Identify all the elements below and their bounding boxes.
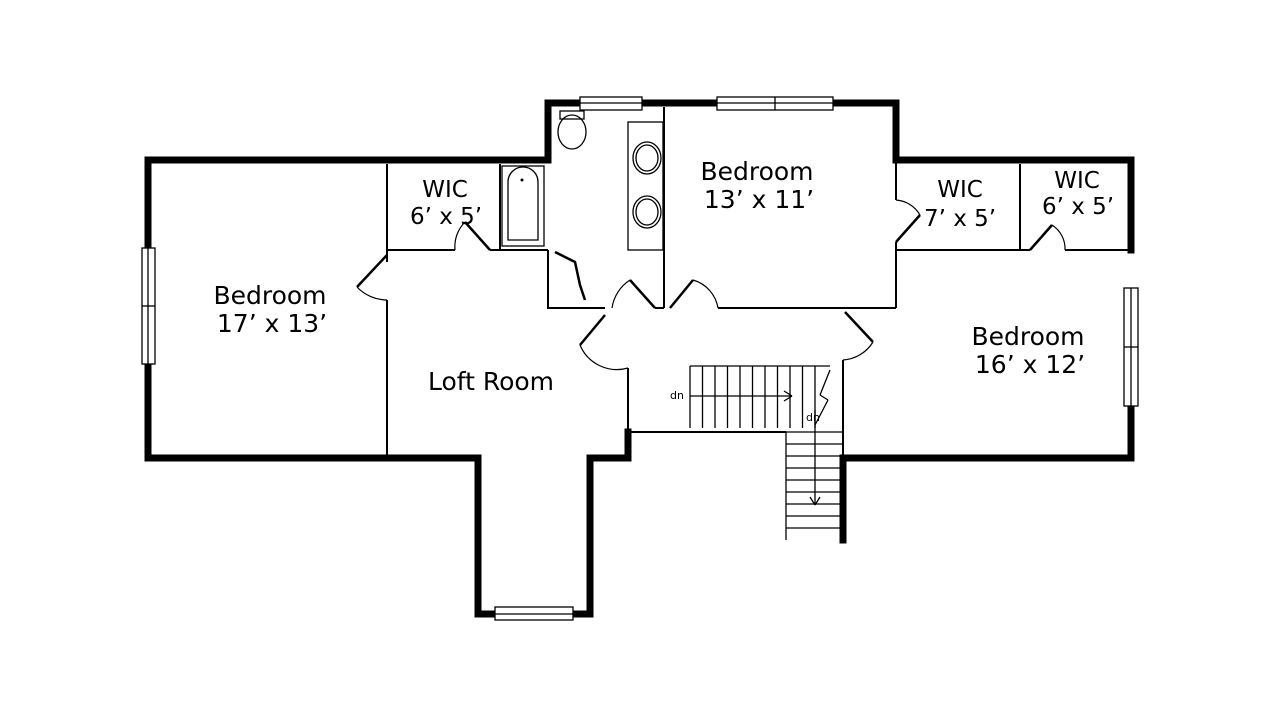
room-name-wic-right: WIC (1054, 168, 1100, 194)
vanity-icon (627, 121, 664, 251)
room-name-bedroom-center: Bedroom (700, 157, 813, 186)
stair-arrow-head (783, 395, 793, 402)
sink-icon (632, 141, 662, 175)
doors (356, 199, 1066, 371)
windows (141, 96, 1139, 621)
room-size-bedroom-right: 16’ x 12’ (975, 350, 1085, 379)
sink-icon (632, 195, 662, 229)
room-size-wic-left: 6’ x 5’ (410, 204, 482, 230)
stair-arrow-head (783, 390, 793, 397)
room-name-loft: Loft Room (428, 367, 554, 396)
room-name-bedroom-left: Bedroom (213, 281, 326, 310)
room-name-wic-left: WIC (422, 177, 468, 203)
bathtub-icon (501, 165, 545, 247)
room-size-bedroom-left: 17’ x 13’ (217, 309, 327, 338)
interior-walls (386, 107, 1128, 456)
staircase: dn dn (670, 365, 843, 540)
toilet-icon (557, 114, 587, 150)
stair-break-line (819, 394, 829, 401)
stair-arrow-head (814, 496, 821, 506)
room-name-wic-mid: WIC (937, 177, 983, 203)
room-size-bedroom-center: 13’ x 11’ (704, 185, 814, 214)
stair-break-line (814, 399, 829, 426)
room-size-wic-mid: 7’ x 5’ (924, 206, 996, 232)
stair-label-dn: dn (670, 389, 684, 402)
stair-arrow-head (809, 496, 816, 506)
stair-label-dn: dn (806, 411, 820, 424)
room-size-wic-right: 6’ x 5’ (1042, 194, 1114, 220)
room-labels: Bedroom 17’ x 13’ WIC 6’ x 5’ Bedroom 13… (213, 157, 1114, 396)
stair-break-line (819, 369, 831, 396)
room-name-bedroom-right: Bedroom (971, 322, 1084, 351)
bath-fixtures (501, 110, 664, 251)
